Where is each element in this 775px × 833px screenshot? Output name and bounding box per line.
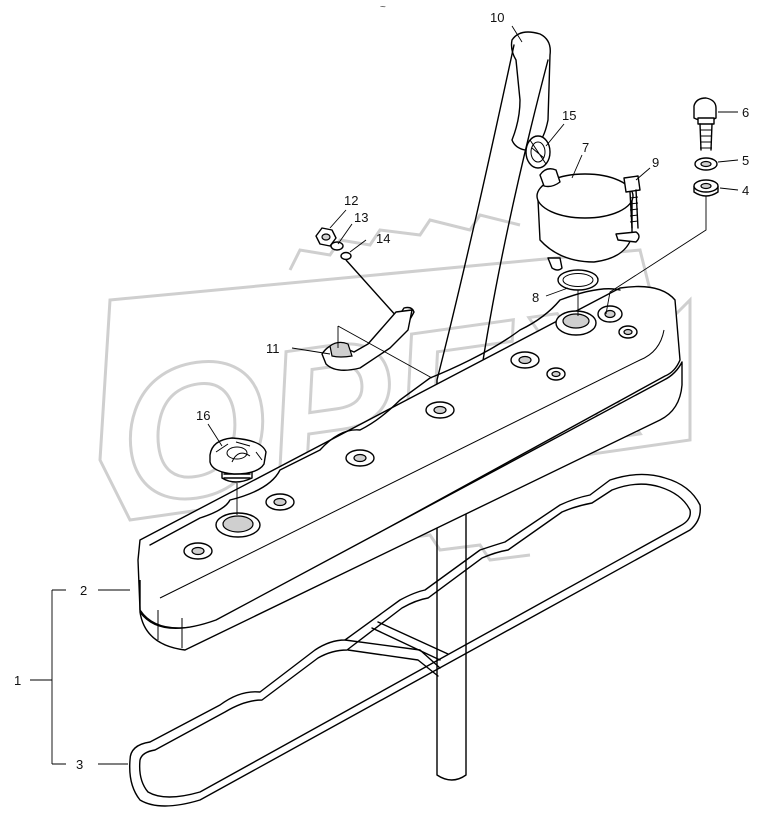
callout-3: 3 — [76, 757, 83, 772]
valve-cover-2 — [137, 285, 683, 651]
callout-8: 8 — [532, 290, 539, 305]
nut-12 — [315, 227, 337, 247]
callout-5: 5 — [742, 153, 749, 168]
oil-filler-cap-16 — [209, 437, 267, 483]
breather-7 — [536, 168, 640, 271]
callout-9: 9 — [652, 155, 659, 170]
callouts: 1 2 3 4 5 6 7 8 9 10 11 12 13 14 15 16 — [14, 10, 749, 772]
washer-5 — [694, 157, 718, 171]
callout-14: 14 — [376, 231, 390, 246]
callout-7: 7 — [582, 140, 589, 155]
bolt-6 — [693, 97, 717, 151]
callout-1: 1 — [14, 673, 21, 688]
callout-16: 16 — [196, 408, 210, 423]
callout-11: 11 — [266, 341, 280, 356]
gasket-3 — [129, 473, 701, 807]
callout-12: 12 — [344, 193, 358, 208]
callout-2: 2 — [80, 583, 87, 598]
callout-10: 10 — [490, 10, 504, 25]
callout-15: 15 — [562, 108, 576, 123]
leader-lines — [30, 25, 739, 765]
callout-6: 6 — [742, 105, 749, 120]
boss-holes — [183, 305, 638, 560]
grommet-4 — [693, 179, 719, 197]
washer-13 — [330, 241, 344, 251]
mark-tilde: ~ — [380, 2, 386, 13]
callout-13: 13 — [354, 210, 368, 225]
washer-14 — [340, 251, 352, 261]
hose-clamp-15 — [525, 135, 551, 169]
callout-4: 4 — [742, 183, 749, 198]
